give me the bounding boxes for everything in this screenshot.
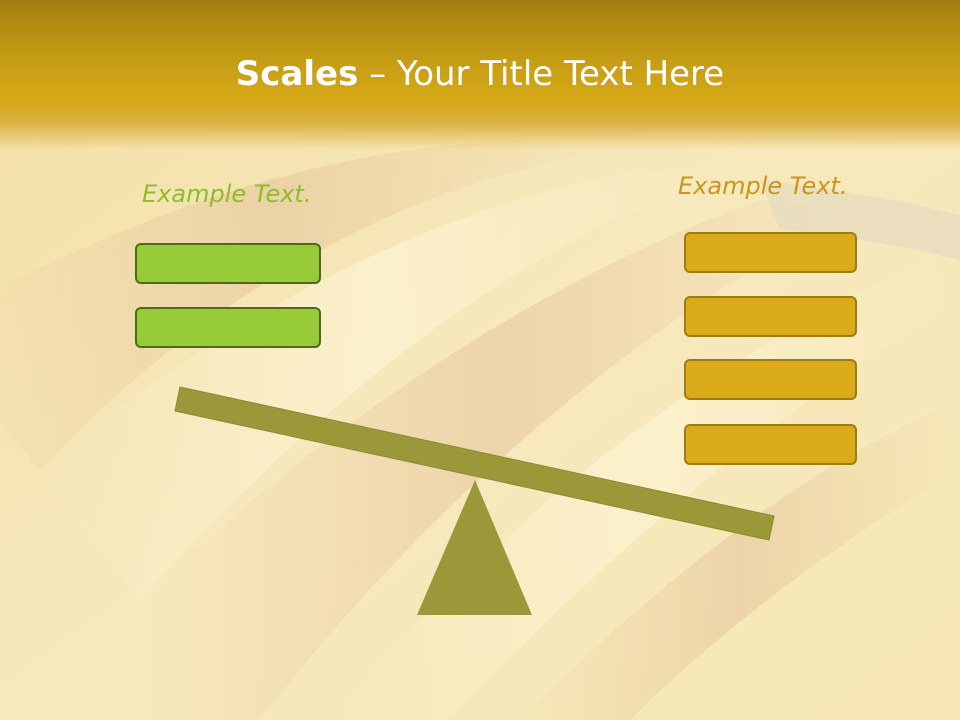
fulcrum-icon (417, 480, 532, 615)
right-box-1 (684, 232, 857, 273)
left-box-1 (135, 243, 321, 284)
slide-title: Scales – Your Title Text Here (0, 52, 960, 96)
left-box-2 (135, 307, 321, 348)
title-rest: – Your Title Text Here (358, 54, 725, 94)
beam-icon (174, 386, 775, 541)
right-box-4 (684, 424, 857, 465)
right-caption: Example Text. (678, 172, 848, 200)
title-bar (0, 0, 960, 150)
left-caption: Example Text. (142, 180, 312, 208)
right-box-3 (684, 359, 857, 400)
title-bold: Scales (235, 54, 359, 94)
right-box-2 (684, 296, 857, 337)
